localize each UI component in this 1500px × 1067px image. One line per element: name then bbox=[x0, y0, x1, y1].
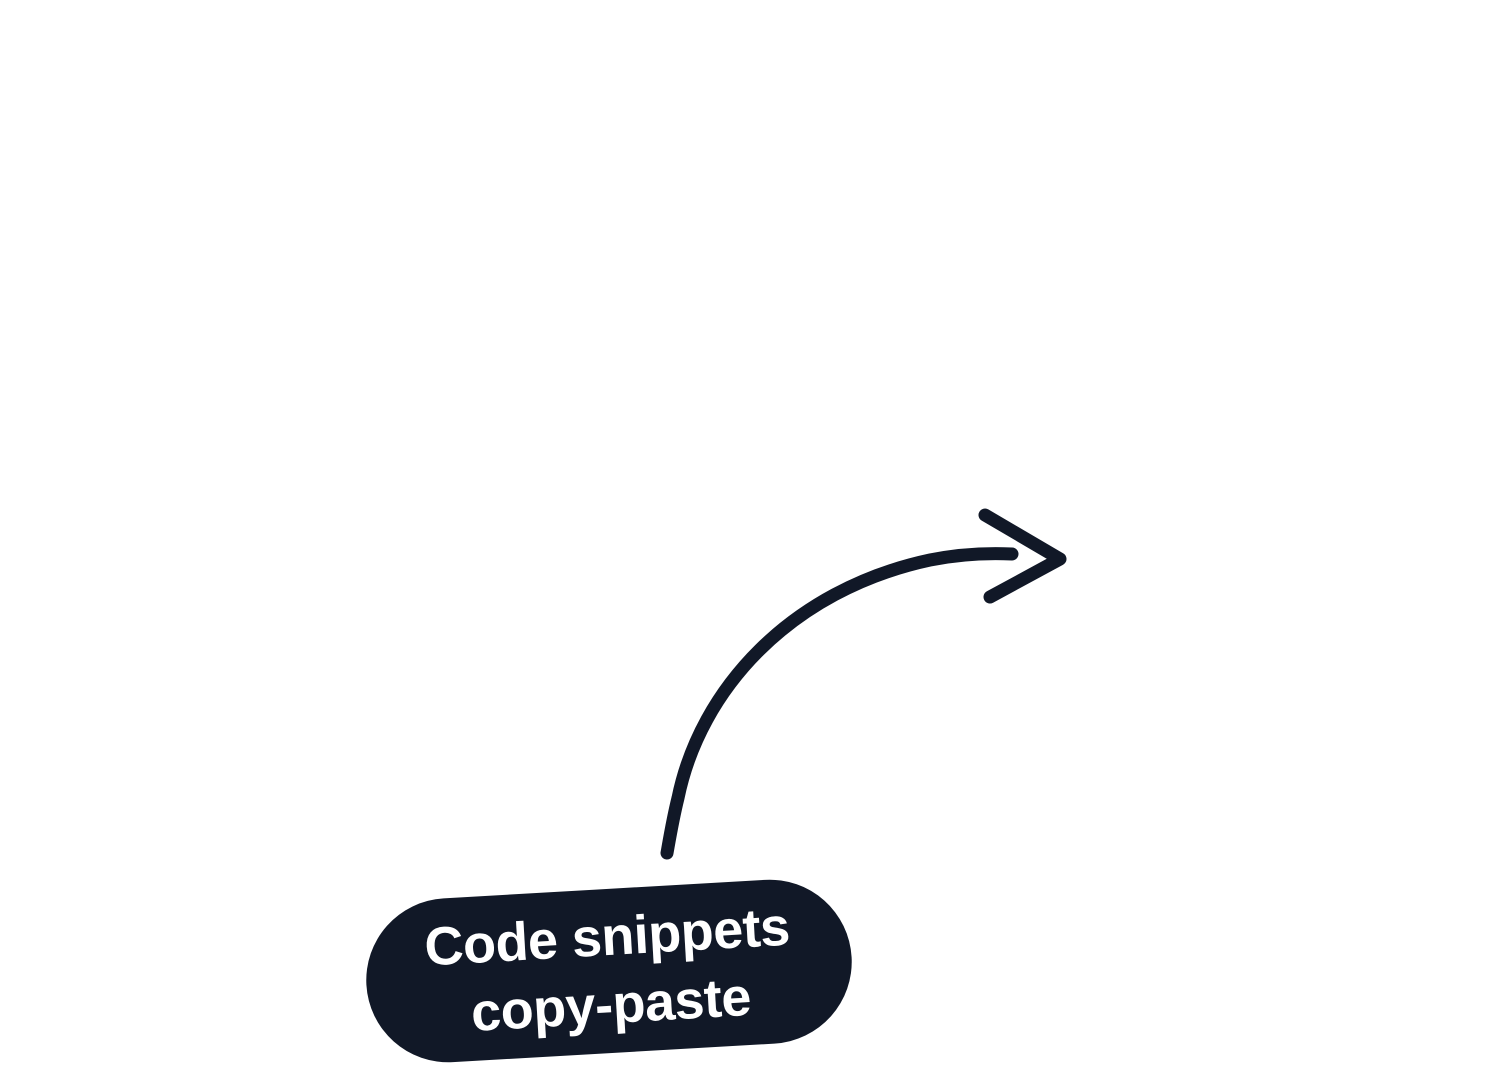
annotation-label: Code snippets copy-paste bbox=[361, 875, 857, 1067]
arrow-head bbox=[978, 508, 1067, 604]
annotation-label-text: Code snippets copy-paste bbox=[423, 893, 796, 1050]
arrow-shaft bbox=[660, 547, 1019, 860]
